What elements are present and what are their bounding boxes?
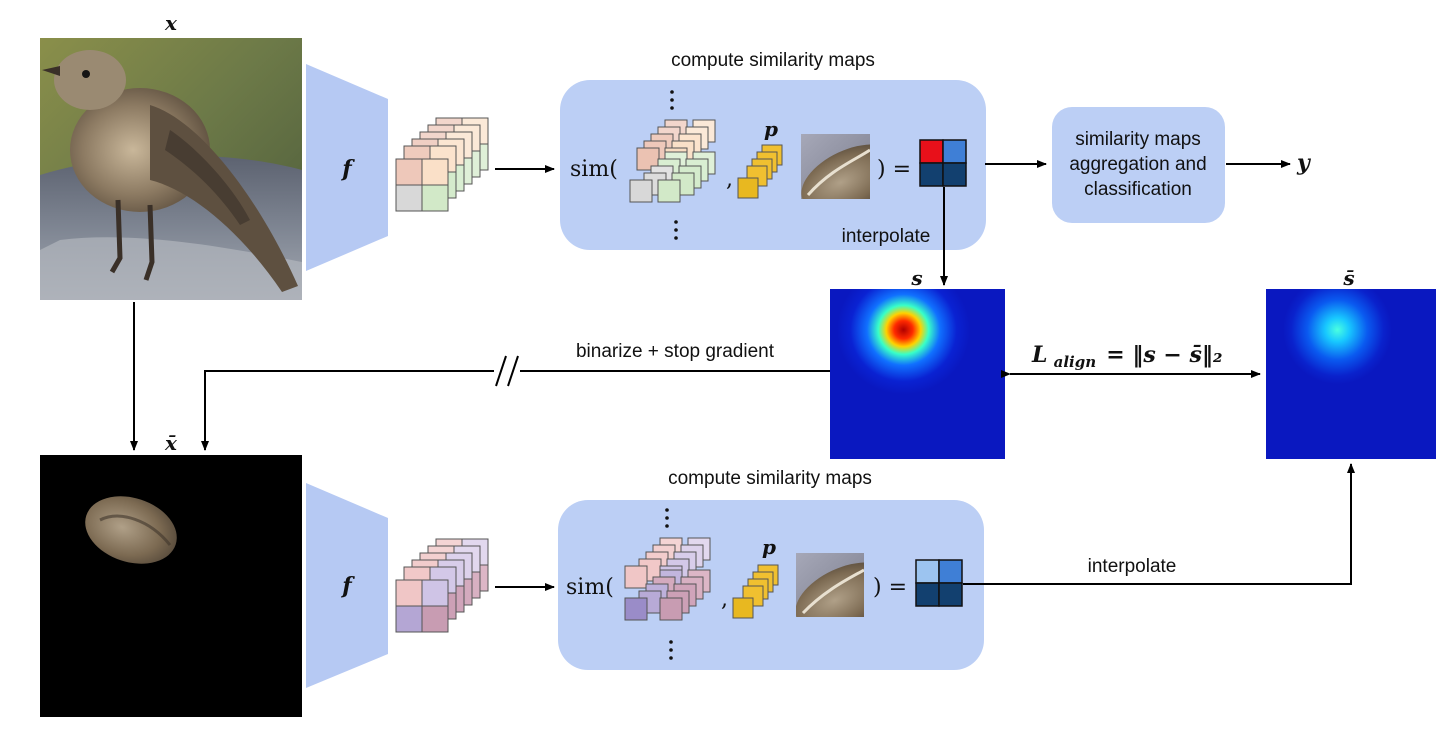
align-loss-formula: L align = ‖s − s̄‖₂	[1031, 342, 1223, 372]
s-bar-label: s̄	[1342, 266, 1354, 290]
similarity-heatmap-s-bar	[1266, 289, 1436, 459]
aggregation-line1: similarity maps	[1075, 129, 1201, 150]
prototype-stack-bottom	[732, 564, 779, 619]
interpolate-label-bottom: interpolate	[1088, 556, 1177, 577]
p-bottom-label: p	[762, 535, 776, 559]
aggregation-line3: classification	[1084, 179, 1192, 200]
binarize-label: binarize + stop gradient	[576, 341, 775, 362]
f-top-label: f	[340, 156, 355, 182]
encoder-bottom	[306, 483, 388, 688]
interpolate-label-top: interpolate	[842, 226, 931, 247]
sim-comma-bottom: ,	[721, 587, 728, 612]
input-image	[40, 38, 302, 300]
vertical-ellipsis-bottom-lower	[669, 640, 673, 660]
vertical-ellipsis-top-upper	[670, 90, 674, 110]
s-label: s	[910, 266, 922, 290]
arrow-interpolate-bottom	[963, 463, 1355, 585]
feature-patches-bottom	[624, 537, 711, 621]
align-loss-rhs: = ‖s − s̄‖₂	[1106, 342, 1222, 368]
aggregation-box	[1052, 107, 1225, 223]
masked-bird-patch	[85, 496, 177, 564]
prototype-patch-image-top	[801, 134, 870, 199]
vertical-ellipsis-top-lower	[674, 220, 678, 240]
y-output-label: y	[1296, 150, 1312, 176]
feature-stack-bottom	[395, 538, 489, 633]
aggregation-line2: aggregation and	[1069, 154, 1206, 175]
f-bottom-label: f	[340, 573, 355, 599]
similarity-grid-bottom	[915, 559, 963, 607]
arrow-binarize	[201, 370, 830, 451]
sim-close-bottom: ) =	[873, 575, 907, 600]
p-top-label: p	[764, 117, 778, 141]
compute-similarity-label-top: compute similarity maps	[671, 50, 875, 71]
sim-open-bottom: sim(	[566, 575, 614, 600]
similarity-heatmap-s	[830, 289, 1005, 459]
stop-gradient-marker	[494, 355, 520, 387]
feature-stack-top	[395, 117, 489, 212]
prototype-patch-image-bottom	[796, 553, 864, 617]
sim-open-top: sim(	[570, 157, 618, 182]
encoder-top	[306, 64, 388, 271]
compute-similarity-label-bottom: compute similarity maps	[668, 468, 872, 489]
feature-patches-top	[629, 119, 716, 203]
sim-close-top: ) =	[877, 157, 911, 182]
prototype-stack-top	[737, 144, 783, 199]
align-loss-subscript: align	[1054, 353, 1097, 371]
x-bar-label: x̄	[164, 431, 178, 455]
x-label: x	[164, 11, 178, 35]
align-loss-lhs: L	[1031, 342, 1047, 368]
similarity-grid-top	[919, 139, 967, 187]
masked-image	[40, 455, 302, 717]
vertical-ellipsis-bottom-upper	[665, 508, 669, 528]
sim-comma-top: ,	[726, 167, 733, 192]
